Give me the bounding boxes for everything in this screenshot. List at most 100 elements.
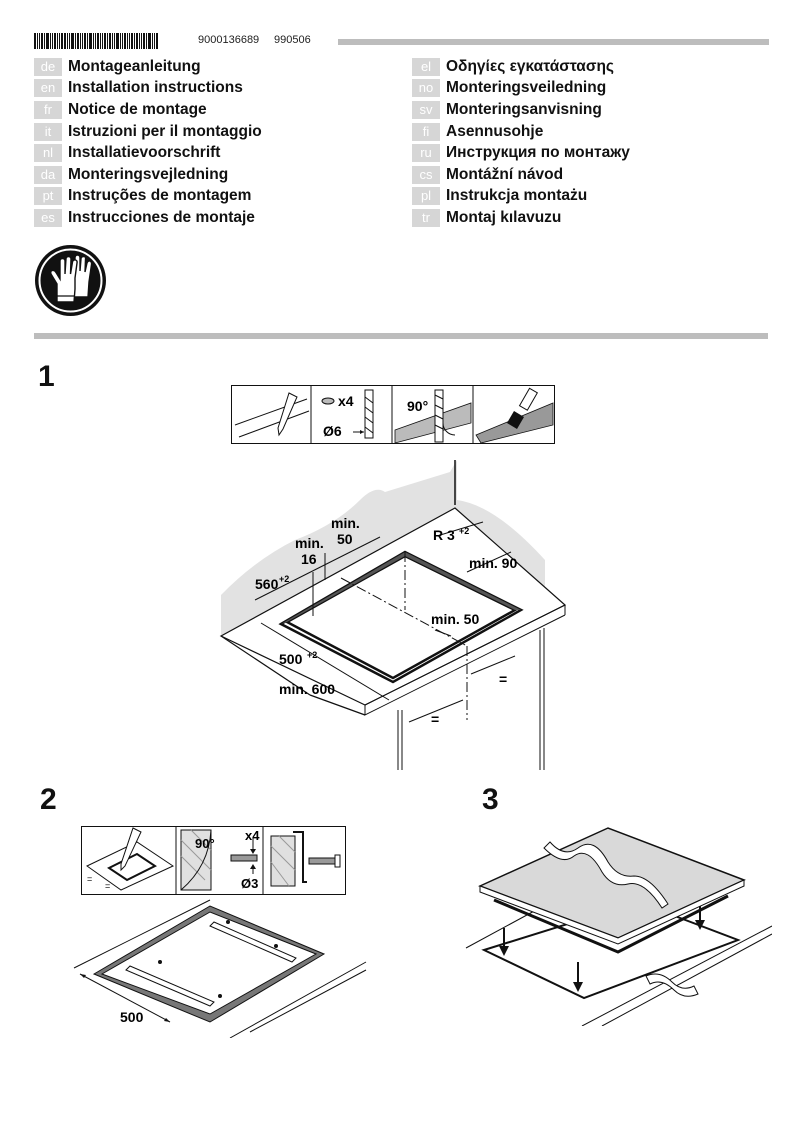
- down-arrow-icon: [573, 962, 583, 992]
- barcode-bar: [102, 33, 103, 49]
- header-rule: [338, 39, 769, 45]
- cutout-diagram: min. 50 min. 16 R 3 +2 min. 90 560 +2 mi…: [219, 460, 567, 770]
- language-row-no: no Monteringsveiledning: [412, 78, 630, 100]
- language-row-cs: cs Montážní návod: [412, 164, 630, 186]
- dim-depth-tolerance: +2: [279, 574, 289, 584]
- language-code: de: [34, 57, 62, 76]
- language-title: Montageanleitung: [68, 57, 201, 75]
- barcode-bar: [95, 33, 96, 49]
- language-code: el: [412, 57, 440, 76]
- barcode-bar: [59, 33, 60, 49]
- barcode-bar: [82, 33, 83, 49]
- language-row-el: el Οδηγίες εγκατάστασης: [412, 56, 630, 78]
- brush-icon: [475, 387, 554, 444]
- language-code: nl: [34, 144, 62, 163]
- language-code: pl: [412, 187, 440, 206]
- barcode-bar: [152, 33, 153, 49]
- barcode-bar: [146, 33, 147, 49]
- barcode-bar: [129, 33, 130, 49]
- language-title: Οδηγίες εγκατάστασης: [446, 57, 614, 75]
- language-code: no: [412, 79, 440, 98]
- language-row-pt: pt Instruções de montagem: [34, 186, 262, 208]
- down-arrow-icon: [695, 906, 705, 930]
- barcode-bar: [52, 33, 53, 49]
- language-title: Notice de montage: [68, 100, 207, 118]
- dim-equal-right: =: [499, 671, 507, 687]
- language-code: cs: [412, 165, 440, 184]
- barcode-bar: [77, 33, 79, 49]
- dim-min16-a: min.: [295, 535, 324, 551]
- section-rule: [34, 333, 768, 339]
- mounting-clips: [125, 920, 297, 1007]
- barcode-bar: [97, 33, 99, 49]
- step-number-2: 2: [40, 783, 57, 816]
- barcode-bar: [134, 33, 135, 49]
- language-title: Montážní návod: [446, 165, 564, 183]
- language-title: Istruzioni per il montaggio: [68, 122, 262, 140]
- barcode-bar: [124, 33, 126, 49]
- language-title: Monteringsveiledning: [446, 79, 607, 97]
- barcode-bar: [84, 33, 86, 49]
- barcode-bar: [139, 33, 140, 49]
- language-code: sv: [412, 100, 440, 119]
- barcode-bar: [100, 33, 101, 49]
- pencil-icon: [234, 392, 310, 438]
- language-row-sv: sv Monteringsanvisning: [412, 99, 630, 121]
- gloves-icon: [34, 244, 107, 317]
- document-code: 990506: [274, 34, 311, 46]
- barcode-bar: [41, 33, 43, 49]
- down-arrow-icon: [499, 928, 509, 956]
- document-header: 9000136689 990506: [34, 33, 769, 49]
- language-row-nl: nl Installatievoorschrift: [34, 142, 262, 164]
- screw-icon: [180, 829, 258, 891]
- barcode-bar: [107, 33, 108, 49]
- dim-min90: min. 90: [469, 555, 517, 571]
- angle-90: 90°: [195, 836, 215, 851]
- step-number-1: 1: [38, 360, 55, 393]
- barcode-bar: [116, 33, 119, 49]
- language-code: ru: [412, 144, 440, 163]
- language-code: es: [34, 208, 62, 227]
- language-title: Monteringsanvisning: [446, 100, 602, 118]
- dim-min16-b: 16: [301, 551, 317, 567]
- language-title: Instrucciones de montaje: [68, 208, 255, 226]
- barcode-bar: [131, 33, 133, 49]
- dim-radius-tolerance: +2: [459, 526, 469, 536]
- clip-fitting-diagram: 500: [73, 899, 367, 1038]
- language-list-right: el Οδηγίες εγκατάστασης no Monteringsveile…: [412, 56, 630, 229]
- barcode-bar: [54, 33, 56, 49]
- barcode-bar: [57, 33, 58, 49]
- language-title: Monteringsvejledning: [68, 165, 229, 183]
- screw-quantity: x4: [338, 393, 354, 409]
- step2-tools-strip: = = 90° x4 Ø3: [81, 826, 346, 895]
- barcode-bar: [75, 33, 76, 49]
- language-title: Installatievoorschrift: [68, 144, 221, 162]
- barcode-bar: [64, 33, 66, 49]
- barcode-bar: [37, 33, 38, 49]
- barcode-bar: [80, 33, 81, 49]
- language-title: Instruções de montagem: [68, 187, 252, 205]
- equal-mark-a: =: [87, 874, 92, 884]
- barcode-bar: [120, 33, 121, 49]
- barcode-bar: [46, 33, 49, 49]
- barcode-bar: [61, 33, 63, 49]
- dim-min50-right: min. 50: [431, 611, 479, 627]
- barcode-bar: [34, 33, 36, 49]
- step1-tools-strip: x4 Ø6 90°: [231, 385, 555, 444]
- dim-width: 500: [120, 1009, 144, 1025]
- drill-icon: [321, 389, 374, 439]
- saw-icon: [394, 389, 472, 444]
- barcode-bar: [127, 33, 128, 49]
- barcode-bar: [114, 33, 115, 49]
- barcode-bar: [136, 33, 138, 49]
- language-code: it: [34, 122, 62, 141]
- language-code: pt: [34, 187, 62, 206]
- barcode-bar: [71, 33, 74, 49]
- barcode-bar: [67, 33, 68, 49]
- drill-diameter: Ø3: [241, 876, 258, 891]
